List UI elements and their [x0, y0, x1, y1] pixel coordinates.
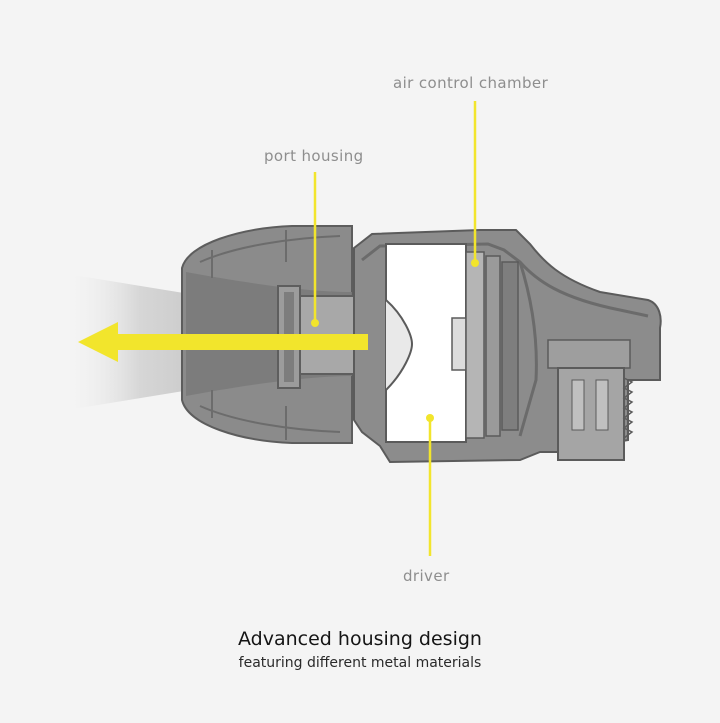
driver-label: driver — [403, 567, 450, 585]
port-housing-label: port housing — [264, 147, 364, 165]
caption-subtitle: featuring different metal materials — [238, 655, 482, 671]
cable-connector — [547, 339, 634, 461]
caption-title: Advanced housing design — [238, 628, 482, 650]
arrow-left-icon — [78, 322, 368, 362]
air-control-chamber-label: air control chamber — [393, 74, 549, 92]
driver-unit — [385, 243, 485, 443]
leader-lines — [311, 101, 479, 556]
